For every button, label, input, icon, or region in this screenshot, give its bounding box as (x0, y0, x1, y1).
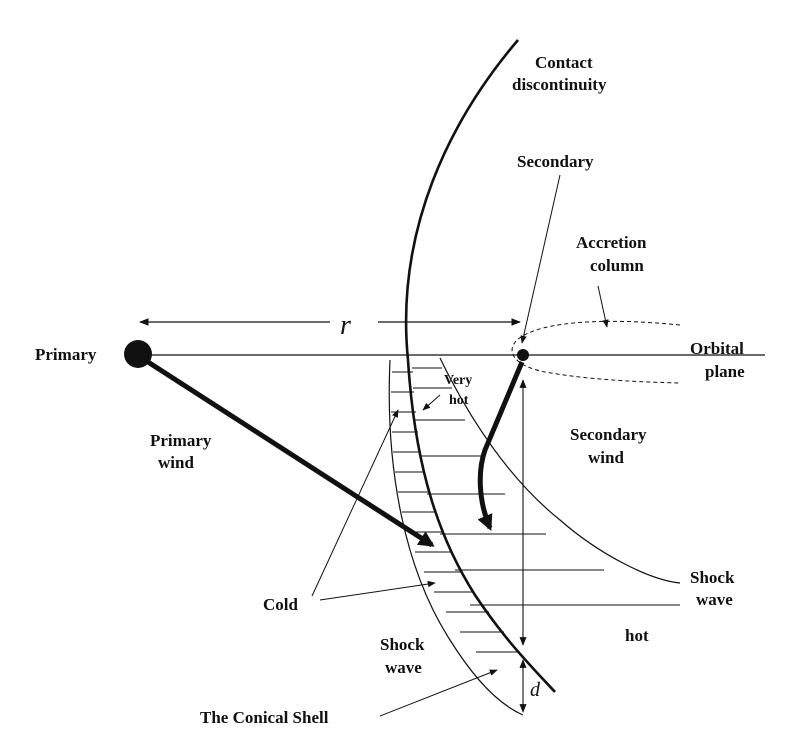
secondary-pointer (520, 174, 561, 344)
very-hot-label-2: hot (449, 393, 469, 408)
separation-label: r (340, 310, 351, 341)
hot-zone-hatching (412, 367, 680, 606)
secondary-star (517, 349, 529, 361)
accretion-column-label-2: column (590, 256, 644, 275)
cold-pointer-1 (311, 409, 399, 597)
secondary-label: Secondary (517, 152, 594, 171)
primary-wind-arrow-2 (300, 440, 410, 510)
shell-thickness-label: d (530, 679, 541, 701)
primary-wind-label-1: Primary (150, 431, 212, 450)
orbital-plane-label-1: Orbital (690, 339, 744, 358)
conical-shell-pointer (379, 669, 498, 717)
shock-wave-right-label-1: Shock (690, 568, 735, 587)
cold-label: Cold (263, 595, 299, 614)
contact-discontinuity-curve (404, 39, 556, 693)
secondary-wind-label-2: wind (588, 448, 624, 467)
inner-shock-wave-curve (439, 357, 681, 584)
shock-wave-left-label-2: wave (385, 658, 422, 677)
very-hot-pointer (422, 394, 441, 411)
shock-wave-left-label-1: Shock (380, 635, 425, 654)
conical-shell-label: The Conical Shell (200, 708, 329, 727)
outer-shock-wave-curve (388, 359, 524, 716)
accretion-column-outline (511, 320, 681, 384)
primary-wind-arrow (146, 359, 435, 548)
cold-pointer-2 (319, 580, 436, 601)
accretion-pointer (597, 285, 609, 328)
primary-wind-label-2: wind (158, 453, 194, 472)
primary-star (124, 340, 152, 368)
contact-discontinuity-label-1: Contact (535, 53, 593, 72)
accretion-column-label-1: Accretion (576, 233, 647, 252)
orbital-plane-label-2: plane (705, 362, 745, 381)
primary-label: Primary (35, 345, 97, 364)
contact-discontinuity-label-2: discontinuity (512, 75, 607, 94)
shock-wave-right-label-2: wave (696, 590, 733, 609)
very-hot-label-1: Very (444, 373, 472, 388)
secondary-wind-arrow (477, 361, 525, 531)
secondary-wind-label-1: Secondary (570, 425, 647, 444)
hot-label: hot (625, 626, 649, 645)
